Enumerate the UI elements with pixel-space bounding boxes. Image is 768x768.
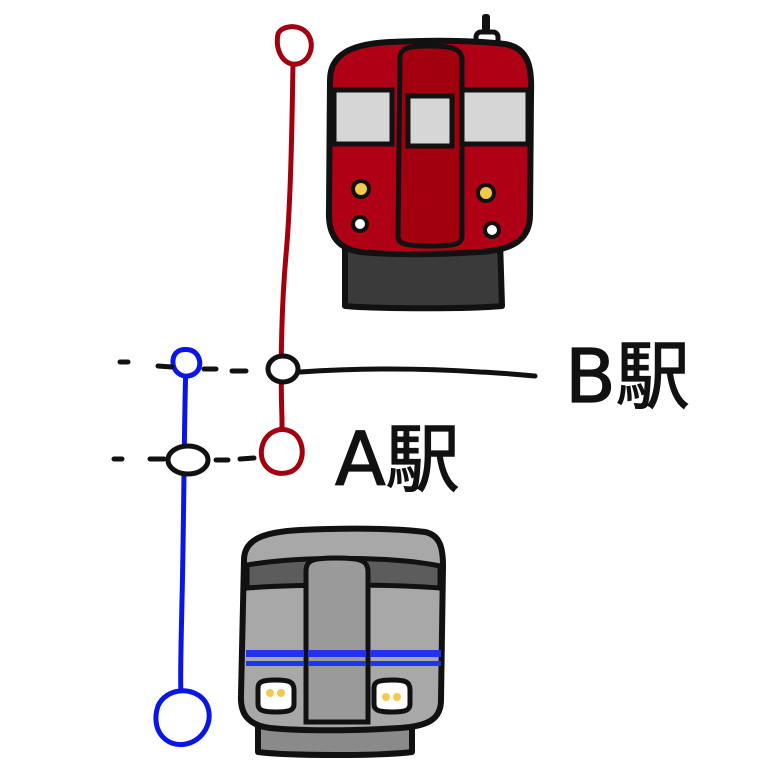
red-train-front-icon — [325, 14, 535, 312]
blue-line-track — [178, 359, 189, 695]
silver-train-front-icon — [237, 525, 446, 758]
blue-line-terminal-top — [170, 347, 203, 379]
red-line-terminal-bottom — [258, 427, 305, 476]
station-b-line — [117, 353, 538, 385]
station-a-line — [111, 443, 257, 477]
blue-line-terminal-bottom — [153, 688, 212, 748]
red-line-terminal-top — [274, 24, 314, 67]
station-a-node — [165, 443, 211, 477]
station-b-node — [265, 353, 301, 385]
station-b-dashes — [117, 359, 249, 374]
station-b-label: B駅 — [565, 334, 690, 420]
red-line-route — [258, 24, 314, 476]
station-a-dashes — [111, 455, 257, 463]
blue-line-route — [153, 347, 212, 748]
station-b-solid-line — [297, 366, 538, 379]
station-a-label: A駅 — [335, 417, 460, 503]
